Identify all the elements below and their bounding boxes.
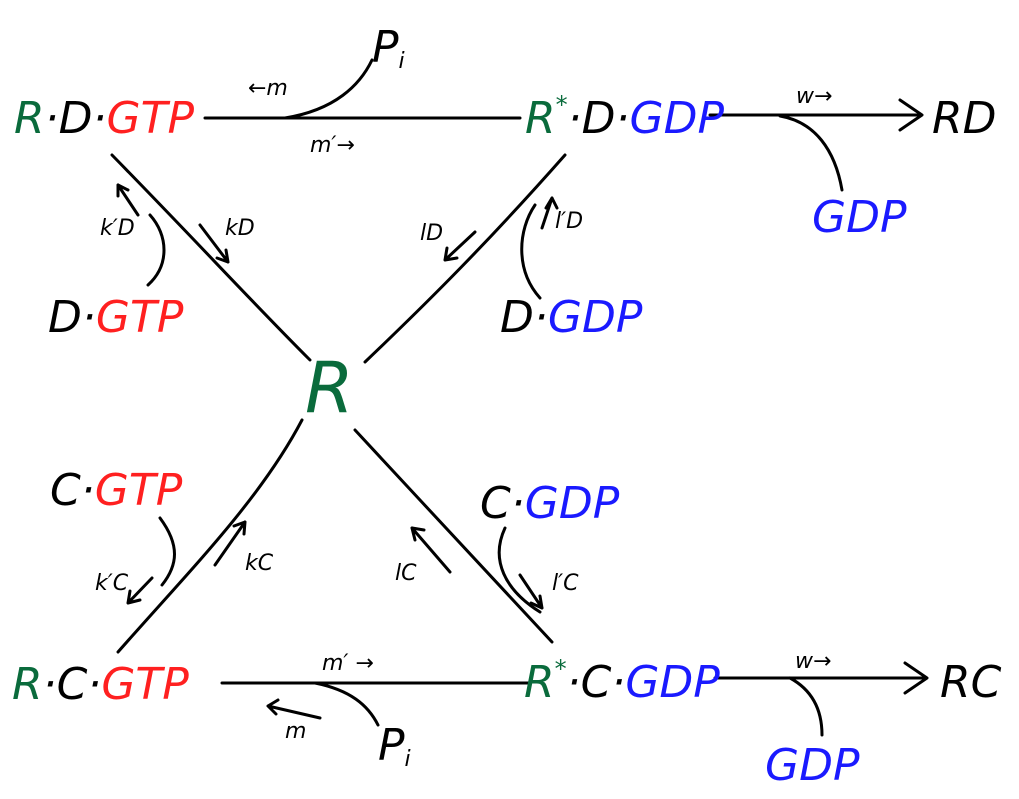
pi-top: Pi [372, 22, 405, 74]
rate-m-top: ←m [248, 76, 288, 101]
release-arrowhead-top [898, 98, 924, 132]
gtp-label: GTP [101, 659, 189, 710]
cgdp-branch [497, 526, 542, 614]
arrow-lC-prime [518, 573, 544, 610]
rate-kC: kC [245, 551, 274, 576]
cgtp-branch [158, 516, 176, 587]
p-label: P [378, 720, 405, 771]
dot: · [511, 478, 525, 529]
line-r-rscgdp [353, 428, 554, 644]
gdp-label: GDP [625, 657, 720, 708]
dot: · [615, 93, 629, 144]
c-label: C [480, 478, 511, 529]
arrow-lD-prime [540, 196, 559, 230]
d-label: D [48, 292, 82, 343]
i-subscript: i [405, 747, 411, 772]
gdp-label: GDP [525, 478, 620, 529]
dot: · [43, 659, 57, 710]
arrow-kD-prime [116, 183, 140, 217]
species-rd: RD [932, 93, 996, 144]
rate-lC-prime: l′C [552, 571, 579, 596]
c-label: C [581, 657, 612, 708]
star-label: * [555, 655, 567, 683]
rate-mprime-top: m′→ [310, 133, 355, 158]
species-c-gdp: C·GDP [480, 478, 620, 529]
star-label: * [556, 91, 568, 119]
dot: · [611, 657, 625, 708]
arrow-kC [213, 520, 247, 567]
dot: · [81, 465, 95, 516]
receptor-label: R [524, 657, 555, 708]
receptor-label: R [525, 93, 556, 144]
species-rc: RC [940, 657, 1002, 708]
d-label: D [500, 292, 534, 343]
gtp-label: GTP [95, 465, 183, 516]
dot: · [82, 292, 96, 343]
receptor-label: R [12, 659, 43, 710]
rate-lD-prime: l′D [555, 209, 583, 234]
c-label: C [57, 659, 88, 710]
arrow-lD [443, 230, 477, 262]
pi-branch-top [283, 58, 374, 120]
species-c-gtp: C·GTP [50, 465, 183, 516]
release-arrowhead-bottom [903, 661, 929, 695]
species-r-c-gtp: R·C·GTP [12, 659, 189, 710]
arrow-lC [410, 526, 452, 574]
gdp-label: GDP [629, 93, 724, 144]
rate-kD-prime: k′D [100, 216, 135, 241]
rate-m-bottom: m [285, 719, 306, 744]
gdp-branch-bottom [788, 676, 824, 737]
rate-kC-prime: k′C [95, 571, 129, 596]
receptor-label: R [14, 93, 45, 144]
dgdp-branch [520, 203, 542, 300]
species-d-gdp: D·GDP [500, 292, 643, 343]
arrow-m-bottom [266, 698, 322, 720]
rate-w-bottom: w→ [795, 649, 831, 674]
gtp-label: GTP [96, 292, 184, 343]
dot: · [45, 93, 59, 144]
line-rdgtp-r [110, 153, 312, 362]
arrow-kD [198, 223, 230, 264]
d-label: D [59, 93, 93, 144]
line-r-rsdgdp [363, 153, 567, 364]
arrow-kC-prime [126, 576, 154, 605]
receptor-center: R [305, 347, 354, 429]
species-rstar-d-gdp: R*·D·GDP [525, 91, 724, 144]
species-r-d-gtp: R·D·GTP [14, 93, 194, 144]
dot: · [567, 657, 581, 708]
gtp-label: GTP [106, 93, 194, 144]
gdp-released-top: GDP [812, 192, 907, 243]
rate-kD: kD [225, 216, 255, 241]
d-label: D [582, 93, 616, 144]
species-rstar-c-gdp: R*·C·GDP [524, 655, 720, 708]
gdp-released-bottom: GDP [765, 740, 860, 791]
dot: · [534, 292, 548, 343]
c-label: C [50, 465, 81, 516]
p-label: P [372, 22, 399, 73]
dot: · [87, 659, 101, 710]
pi-bottom: Pi [378, 720, 411, 772]
species-d-gtp: D·GTP [48, 292, 184, 343]
rate-lC: lC [395, 561, 417, 586]
gdp-branch-top [778, 114, 844, 192]
dot: · [568, 93, 582, 144]
dot: · [92, 93, 106, 144]
rate-w-top: w→ [796, 84, 832, 109]
i-subscript: i [399, 49, 405, 74]
gdp-label: GDP [548, 292, 643, 343]
line-r-rcgtp [116, 418, 304, 654]
rate-lD: lD [420, 221, 443, 246]
dgtp-branch [146, 213, 166, 287]
pi-branch-bottom [313, 681, 380, 727]
rate-mprime-bottom: m′ → [322, 651, 374, 676]
